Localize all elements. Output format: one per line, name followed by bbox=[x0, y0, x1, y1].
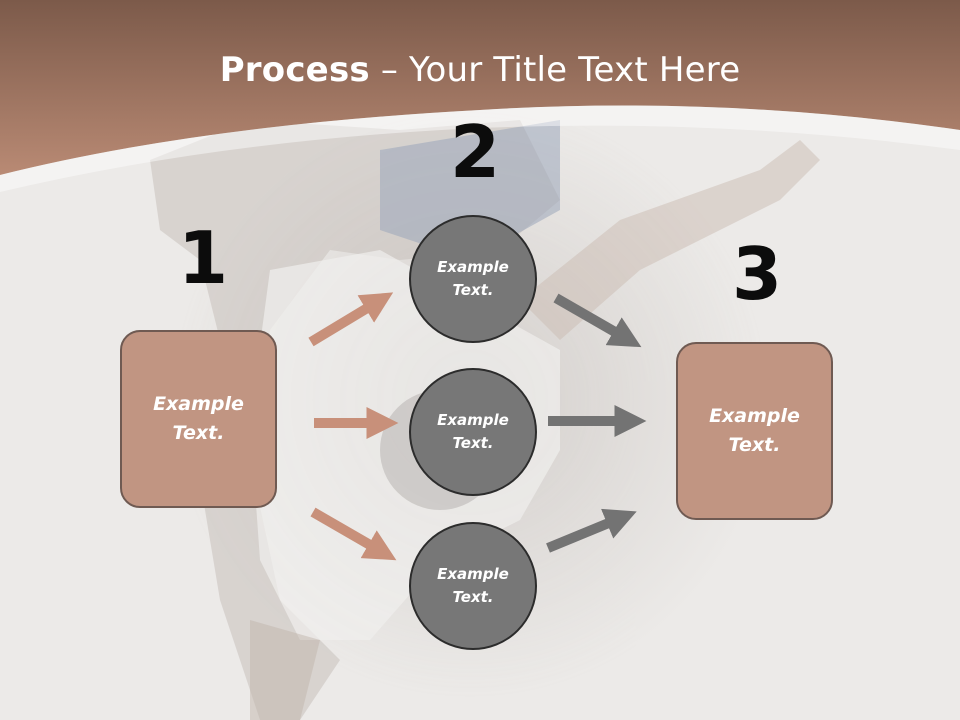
circle-bottom: Example Text. bbox=[409, 522, 537, 650]
circle-middle: Example Text. bbox=[409, 368, 537, 496]
right-box: Example Text. bbox=[676, 342, 833, 520]
left-box: Example Text. bbox=[120, 330, 277, 508]
right-box-text: Example Text. bbox=[709, 405, 800, 456]
circle-middle-text: Example Text. bbox=[437, 411, 509, 452]
circle-top: Example Text. bbox=[409, 215, 537, 343]
left-box-text: Example Text. bbox=[153, 393, 244, 444]
title-rest: – Your Title Text Here bbox=[369, 50, 741, 90]
circle-top-text: Example Text. bbox=[437, 258, 509, 299]
step-number-2: 2 bbox=[450, 110, 501, 194]
step-number-3: 3 bbox=[732, 232, 783, 316]
title-banner bbox=[0, 0, 960, 175]
step-number-1: 1 bbox=[178, 216, 229, 300]
title-bold: Process bbox=[219, 50, 370, 90]
slide-title: Process – Your Title Text Here bbox=[0, 50, 960, 90]
circle-bottom-text: Example Text. bbox=[437, 565, 509, 606]
